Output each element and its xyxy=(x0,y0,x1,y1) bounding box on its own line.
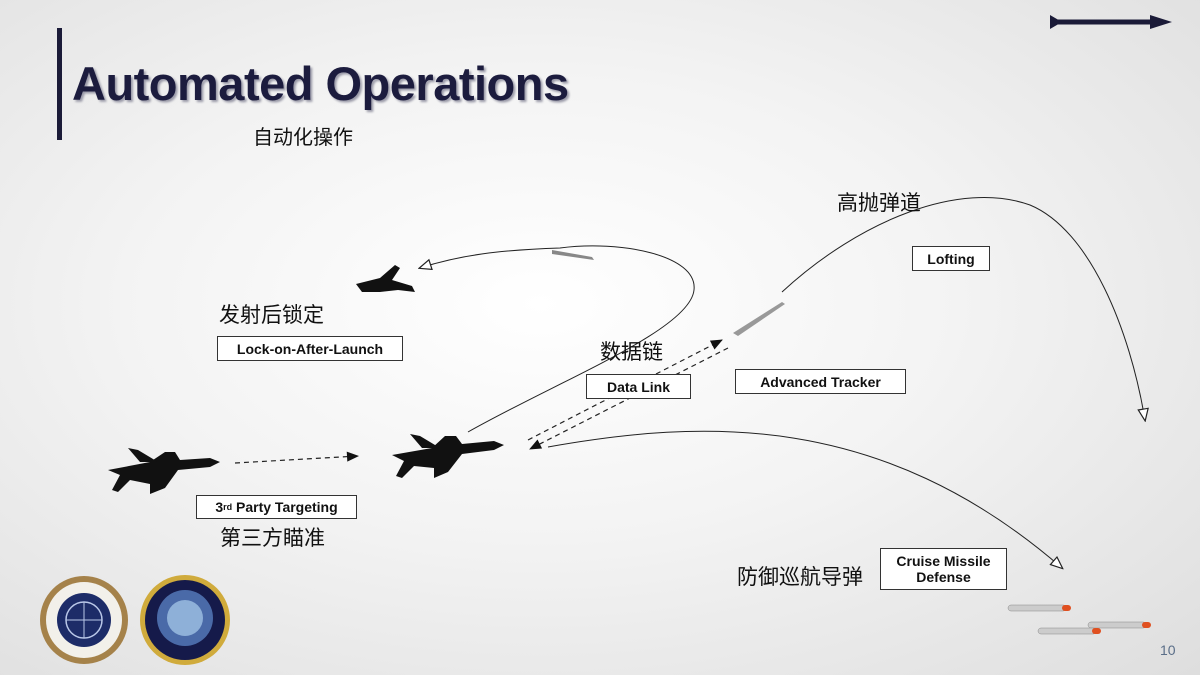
jet-icon-target xyxy=(356,265,415,292)
third-party-link xyxy=(234,451,359,464)
title-accent-bar xyxy=(57,28,62,140)
lofting-label-cn: 高抛弹道 xyxy=(837,191,921,215)
advanced-tracker-label: Advanced Tracker xyxy=(735,369,906,394)
jet-icon-center xyxy=(392,434,504,478)
cruise-label-cn: 防御巡航导弹 xyxy=(737,565,863,589)
third-party-label-cn: 第三方瞄准 xyxy=(220,526,325,550)
lock-on-label: Lock-on-After-Launch xyxy=(217,336,403,361)
missile-icon-loft xyxy=(733,302,785,336)
lock-on-trajectory xyxy=(420,245,695,433)
page-title: Automated Operations xyxy=(72,57,569,110)
subtitle-cn: 自动化操作 xyxy=(253,125,353,149)
cruise-label: Cruise Missile Defense xyxy=(880,548,1007,590)
lofting-label: Lofting xyxy=(912,246,990,271)
jet-icon-left xyxy=(108,448,220,494)
peo-logo xyxy=(40,576,128,664)
cruise-trajectory xyxy=(547,430,1062,568)
lofting-trajectory xyxy=(781,197,1145,420)
datalink-label-cn: 数据链 xyxy=(600,340,663,364)
datalink-label: Data Link xyxy=(586,374,691,399)
pma-259-logo xyxy=(140,575,230,665)
missile-arrow-icon xyxy=(1050,15,1172,29)
missile-icon-lock xyxy=(552,250,594,260)
page-number: 10 xyxy=(1160,642,1176,658)
lock-on-label-cn: 发射后锁定 xyxy=(219,303,324,327)
cruise-missile-icons xyxy=(1007,604,1151,635)
